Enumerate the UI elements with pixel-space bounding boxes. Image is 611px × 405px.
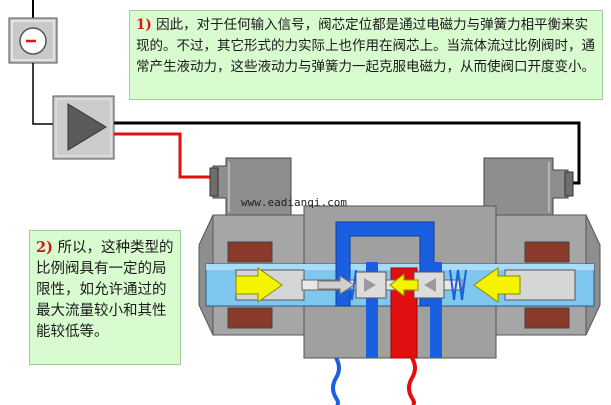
right-connector [483, 157, 574, 216]
source-to-amp-wire [32, 63, 53, 125]
red-flow-line [407, 356, 417, 405]
left-connector [209, 157, 292, 216]
signal-source-icon[interactable] [8, 17, 58, 64]
red-control-wire [114, 132, 213, 179]
amplifier-icon[interactable] [52, 95, 115, 160]
right-force-arrow-icon [473, 267, 521, 303]
blue-flow-line [331, 356, 341, 405]
note-2-number: 2) [36, 239, 53, 256]
note-1-number: 1) [136, 17, 152, 33]
note-box-2: 2) 所以，这种类型的比例阀具有一定的局限性，如允许通过的最大流量较小和其性能较… [29, 230, 181, 365]
flow-force-arrow-icon [389, 272, 419, 298]
right-coil [524, 241, 570, 329]
left-force-arrow-icon [235, 267, 283, 303]
left-coil [227, 241, 273, 329]
spool-push-arrow-icon [317, 275, 355, 295]
right-spring [449, 269, 467, 301]
note-1-text: 因此，对于任何输入信号，阀芯定位都是通过电磁力与弹簧力相平衡来实现的。不过，其它… [136, 17, 595, 75]
note-2-text: 所以，这种类型的比例阀具有一定的局限性，如允许通过的最大流量较小和其性能较低等。 [36, 240, 174, 340]
note-box-1: 1) 因此，对于任何输入信号，阀芯定位都是通过电磁力与弹簧力相平衡来实现的。不过… [129, 10, 603, 100]
valve-spool [301, 271, 463, 299]
watermark-text: www.eadianqi.com [241, 196, 347, 209]
